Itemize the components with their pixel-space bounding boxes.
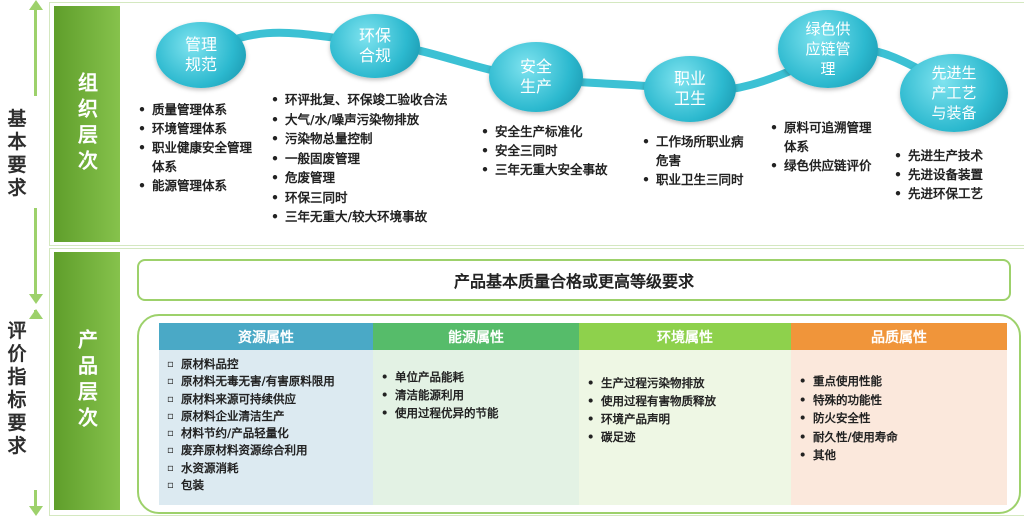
bubble-green-supply-chain: 绿色供 应链管 理 xyxy=(778,10,878,88)
energy-attributes-column: 能源属性 单位产品能耗 清洁能源利用 使用过程优异的节能 xyxy=(373,323,579,505)
resource-attributes-column: 资源属性 原材料品控 原材料无毒无害/有害原料限用 原材料来源可持续供应 原材料… xyxy=(159,323,373,505)
list-item: 职业健康安全管理体系 xyxy=(138,138,258,176)
list-item: 三年无重大/较大环境事故 xyxy=(271,207,481,227)
list-item: 先进设备装置 xyxy=(894,165,1014,184)
list-item: 一般固废管理 xyxy=(271,149,481,169)
list-item: 原料可追溯管理体系 xyxy=(770,118,874,156)
list-item: 原材料无毒无害/有害原料限用 xyxy=(167,373,373,391)
list-item: 使用过程有害物质释放 xyxy=(587,392,791,410)
evaluation-arrow-line-lower xyxy=(34,490,37,508)
list-item: 安全三同时 xyxy=(481,141,611,160)
quality-requirement: 产品基本质量合格或更高等级要求 xyxy=(137,259,1011,301)
energy-attributes-body: 单位产品能耗 清洁能源利用 使用过程优异的节能 xyxy=(373,350,579,505)
resource-attributes-list: 原材料品控 原材料无毒无害/有害原料限用 原材料来源可持续供应 原材料企业清洁生… xyxy=(159,350,373,495)
list-item: 三年无重大安全事故 xyxy=(481,160,611,179)
environment-attributes-list: 生产过程污染物排放 使用过程有害物质释放 环境产品声明 碳足迹 xyxy=(579,350,791,446)
management-list: 质量管理体系 环境管理体系 职业健康安全管理体系 能源管理体系 xyxy=(138,100,258,195)
quality-attributes-header: 品质属性 xyxy=(791,323,1007,350)
list-item: 清洁能源利用 xyxy=(381,386,579,404)
list-item: 耐久性/使用寿命 xyxy=(799,428,1007,447)
green-supply-chain-list: 原料可追溯管理体系 绿色供应链评价 xyxy=(770,118,874,175)
list-item: 原材料企业清洁生产 xyxy=(167,408,373,426)
list-item: 先进生产技术 xyxy=(894,146,1014,165)
quality-attributes-body: 重点使用性能 特殊的功能性 防火安全性 耐久性/使用寿命 其他 xyxy=(791,350,1007,505)
bubble-occupational-health: 职业 卫生 xyxy=(644,56,736,122)
advanced-process-list: 先进生产技术 先进设备装置 先进环保工艺 xyxy=(894,146,1014,203)
energy-attributes-header: 能源属性 xyxy=(373,323,579,350)
list-item: 材料节约/产品轻量化 xyxy=(167,425,373,443)
environment-attributes-body: 生产过程污染物排放 使用过程有害物质释放 环境产品声明 碳足迹 xyxy=(579,350,791,505)
list-item: 环保三同时 xyxy=(271,188,481,208)
environmental-compliance-list: 环评批复、环保竣工验收合法 大气/水/噪声污染物排放 污染物总量控制 一般固废管… xyxy=(271,90,481,227)
list-item: 生产过程污染物排放 xyxy=(587,374,791,392)
arrow-heads xyxy=(29,0,43,516)
list-item: 环评批复、环保竣工验收合法 xyxy=(271,90,481,110)
list-item: 环境管理体系 xyxy=(138,119,258,138)
occupational-health-list: 工作场所职业病危害 职业卫生三同时 xyxy=(642,132,746,189)
safety-production-list: 安全生产标准化 安全三同时 三年无重大安全事故 xyxy=(481,122,611,179)
bubble-advanced-process: 先进生 产工艺 与装备 xyxy=(900,54,1008,132)
list-item: 其他 xyxy=(799,446,1007,465)
list-item: 质量管理体系 xyxy=(138,100,258,119)
evaluation-requirements-label: 评价指标要求 xyxy=(7,320,27,457)
list-item: 特殊的功能性 xyxy=(799,391,1007,410)
quality-attributes-column: 品质属性 重点使用性能 特殊的功能性 防火安全性 耐久性/使用寿命 其他 xyxy=(791,323,1007,505)
list-item: 危废管理 xyxy=(271,168,481,188)
list-item: 安全生产标准化 xyxy=(481,122,611,141)
environment-attributes-column: 环境属性 生产过程污染物排放 使用过程有害物质释放 环境产品声明 碳足迹 xyxy=(579,323,791,505)
list-item: 工作场所职业病危害 xyxy=(642,132,746,170)
basic-arrow-line xyxy=(34,6,37,96)
attributes-frame xyxy=(137,314,1021,514)
environment-attributes-header: 环境属性 xyxy=(579,323,791,350)
list-item: 原材料来源可持续供应 xyxy=(167,391,373,409)
resource-attributes-header: 资源属性 xyxy=(159,323,373,350)
list-item: 大气/水/噪声污染物排放 xyxy=(271,110,481,130)
list-item: 能源管理体系 xyxy=(138,176,258,195)
list-item: 绿色供应链评价 xyxy=(770,156,874,175)
product-level-label: 产品层次 xyxy=(54,252,120,510)
quality-attributes-list: 重点使用性能 特殊的功能性 防火安全性 耐久性/使用寿命 其他 xyxy=(791,350,1007,465)
list-item: 防火安全性 xyxy=(799,409,1007,428)
list-item: 原材料品控 xyxy=(167,356,373,374)
list-item: 废弃原材料资源综合利用 xyxy=(167,442,373,460)
basic-requirements-label: 基本要求 xyxy=(7,108,27,199)
list-item: 水资源消耗 xyxy=(167,460,373,478)
energy-attributes-list: 单位产品能耗 清洁能源利用 使用过程优异的节能 xyxy=(373,350,579,422)
list-item: 污染物总量控制 xyxy=(271,129,481,149)
list-item: 职业卫生三同时 xyxy=(642,170,746,189)
list-item: 重点使用性能 xyxy=(799,372,1007,391)
bubble-safety-production: 安全 生产 xyxy=(489,42,583,112)
list-item: 先进环保工艺 xyxy=(894,184,1014,203)
list-item: 使用过程优异的节能 xyxy=(381,404,579,422)
basic-arrow-line-lower xyxy=(34,208,37,300)
resource-attributes-body: 原材料品控 原材料无毒无害/有害原料限用 原材料来源可持续供应 原材料企业清洁生… xyxy=(159,350,373,505)
list-item: 单位产品能耗 xyxy=(381,368,579,386)
bubble-management: 管理 规范 xyxy=(156,22,246,88)
list-item: 环境产品声明 xyxy=(587,410,791,428)
list-item: 碳足迹 xyxy=(587,428,791,446)
org-level-label: 组织层次 xyxy=(54,6,120,242)
list-item: 包装 xyxy=(167,477,373,495)
bubble-environmental-compliance: 环保 合规 xyxy=(330,14,420,78)
